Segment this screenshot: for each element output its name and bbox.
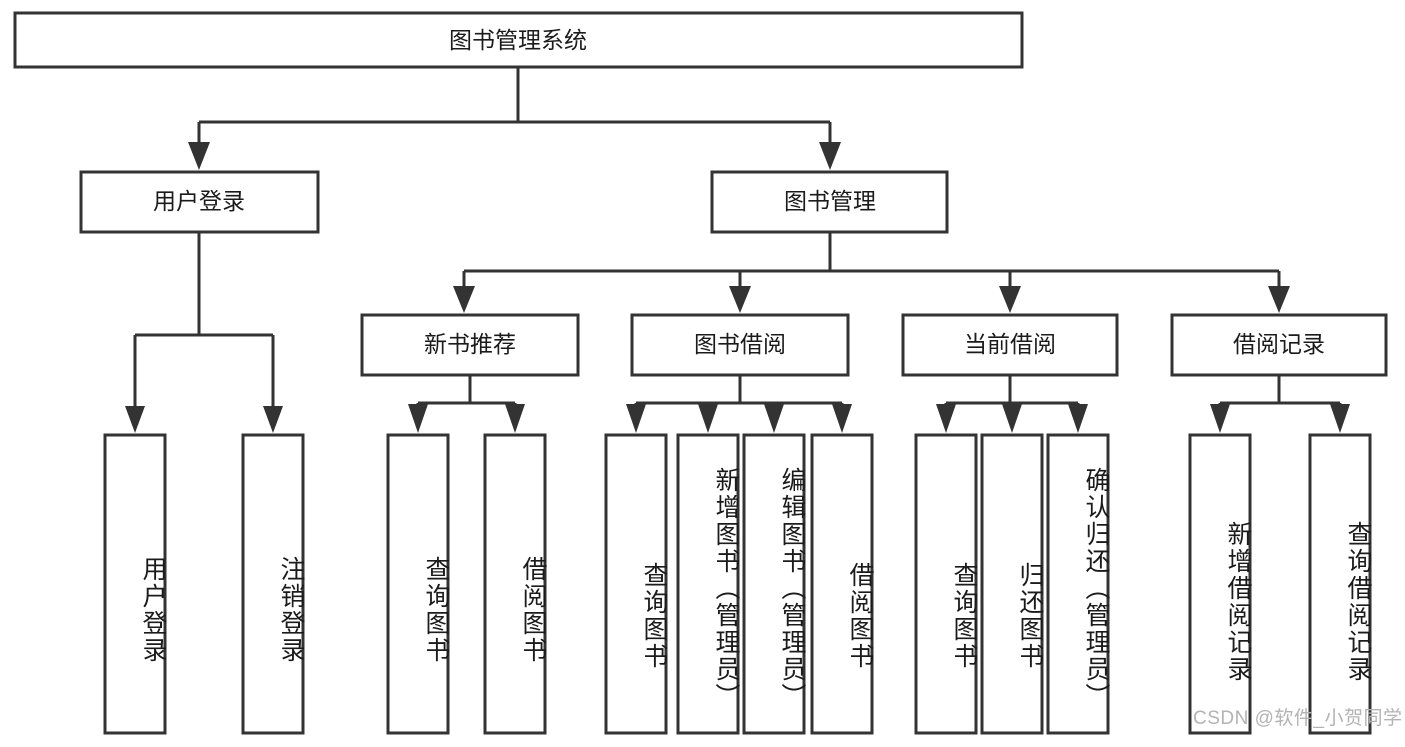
arrow-head-leaf-user-logout xyxy=(263,406,283,433)
connector-group-book-borrow-to-leaves xyxy=(626,375,852,433)
node-book-borrow-box[interactable] xyxy=(630,313,850,377)
arrow-head-leaf-query-books-borrow xyxy=(626,404,646,433)
node-root-box[interactable] xyxy=(13,11,1024,69)
arrow-head-leaf-return-book xyxy=(1002,404,1022,433)
arrow-head-leaf-edit-book-admin xyxy=(764,404,784,433)
connector-group-book-management-to-level2 xyxy=(453,232,1290,313)
arrow-head-book-management xyxy=(819,142,841,170)
node-user-login-box[interactable] xyxy=(79,170,320,234)
node-book-borrow-label: 图书借阅 xyxy=(694,331,786,357)
leaf-borrow-books-rec-box[interactable] xyxy=(483,433,547,735)
node-book-management-box[interactable] xyxy=(710,170,949,234)
node-new-book-recommend-box[interactable] xyxy=(360,313,580,377)
connector-group-root-to-level1 xyxy=(188,67,841,170)
arrow-head-current-borrow xyxy=(999,286,1021,313)
leaf-boxes-group xyxy=(103,433,1372,735)
arrow-head-new-book-recommend xyxy=(453,286,475,313)
node-book-borrow[interactable]: 图书借阅 xyxy=(630,313,850,377)
leaf-query-books-borrow-box[interactable] xyxy=(604,433,668,735)
arrow-head-borrow-record xyxy=(1268,286,1290,313)
arrow-head-leaf-query-books-rec xyxy=(408,404,428,433)
arrow-head-leaf-borrow-books-rec xyxy=(505,404,525,433)
connector-group-current-borrow-to-leaves xyxy=(936,375,1088,433)
node-borrow-record[interactable]: 借阅记录 xyxy=(1170,313,1388,377)
node-current-borrow-label: 当前借阅 xyxy=(964,331,1056,357)
node-book-management[interactable]: 图书管理 xyxy=(710,170,949,234)
connector-group-borrow-record-to-leaves xyxy=(1210,375,1350,433)
node-root-label: 图书管理系统 xyxy=(449,27,587,53)
leaf-edit-book-admin-box[interactable] xyxy=(742,433,806,735)
node-current-borrow[interactable]: 当前借阅 xyxy=(901,313,1119,377)
leaf-borrow-book-box[interactable] xyxy=(810,433,874,735)
node-new-book-recommend[interactable]: 新书推荐 xyxy=(360,313,580,377)
leaf-query-books-rec-box[interactable] xyxy=(386,433,450,735)
connector-group-user-login-to-leaves xyxy=(125,232,283,433)
arrow-head-book-borrow xyxy=(729,286,751,313)
arrow-head-leaf-confirm-return-admin xyxy=(1068,404,1088,433)
leaf-add-book-admin-box[interactable] xyxy=(676,433,740,735)
csdn-watermark: CSDN @软件_小贺同学 xyxy=(1193,708,1403,729)
leaf-confirm-return-admin-box[interactable] xyxy=(1046,433,1110,735)
arrow-head-leaf-add-book-admin xyxy=(698,404,718,433)
node-borrow-record-box[interactable] xyxy=(1170,313,1388,377)
node-borrow-record-label: 借阅记录 xyxy=(1233,331,1325,357)
leaf-return-book-box[interactable] xyxy=(980,433,1044,735)
arrow-head-user-login xyxy=(188,142,210,170)
arrow-head-leaf-query-books-current xyxy=(936,404,956,433)
leaf-query-borrow-record-box[interactable] xyxy=(1308,433,1372,735)
node-current-borrow-box[interactable] xyxy=(901,313,1119,377)
node-root[interactable]: 图书管理系统 xyxy=(13,11,1024,69)
node-user-login-label: 用户登录 xyxy=(153,188,245,214)
leaf-user-login-box[interactable] xyxy=(103,433,167,735)
leaf-query-books-current-box[interactable] xyxy=(914,433,978,735)
arrow-head-leaf-borrow-book xyxy=(832,404,852,433)
leaf-user-logout-box[interactable] xyxy=(241,433,305,735)
node-book-management-label: 图书管理 xyxy=(784,188,876,214)
node-new-book-recommend-label: 新书推荐 xyxy=(424,331,516,357)
leaf-add-borrow-record-box[interactable] xyxy=(1188,433,1252,735)
arrow-head-leaf-query-borrow-record xyxy=(1330,404,1350,433)
arrow-head-leaf-add-borrow-record xyxy=(1210,404,1230,433)
connector-group-new-book-recommend-to-leaves xyxy=(408,375,525,433)
arrow-head-leaf-user-login xyxy=(125,406,145,433)
node-user-login[interactable]: 用户登录 xyxy=(79,170,320,234)
